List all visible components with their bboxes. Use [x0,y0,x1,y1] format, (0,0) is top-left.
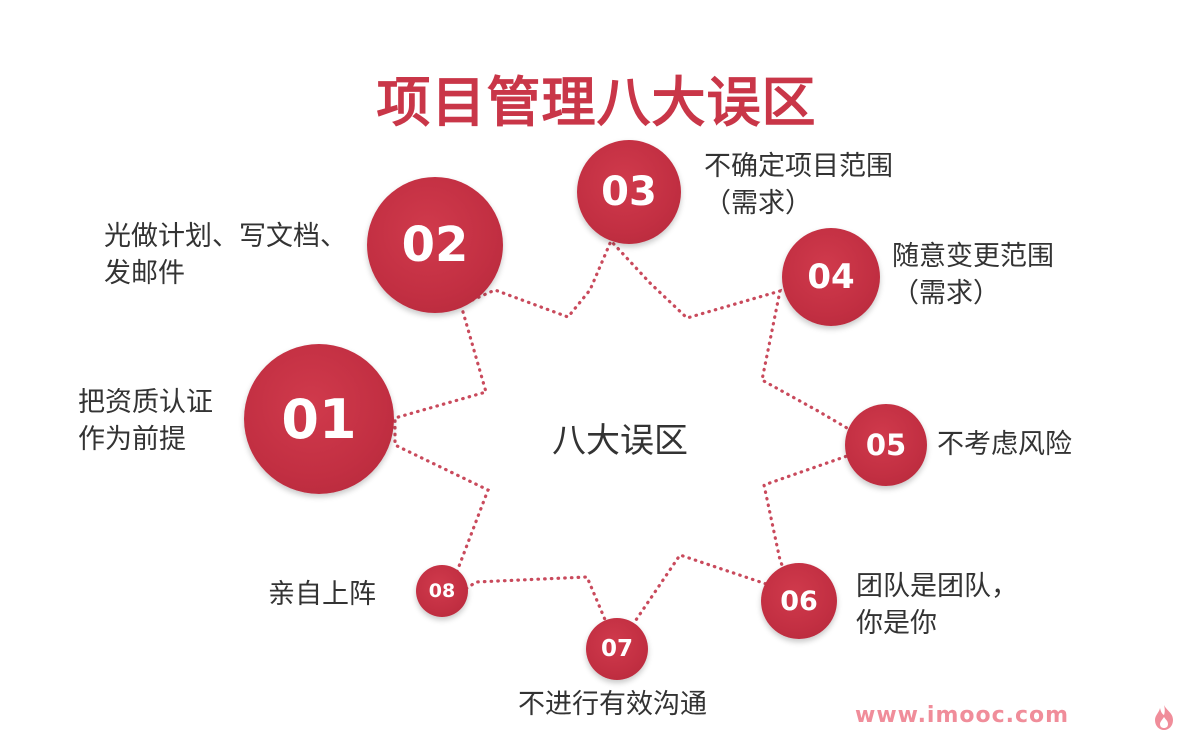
label-02: 光做计划、写文档、 发邮件 [104,218,347,292]
circle-06: 06 [761,563,837,639]
circle-06-number: 06 [780,585,818,617]
label-01: 把资质认证 作为前提 [78,384,213,458]
label-03-line1: 不确定项目范围 [704,151,893,182]
circle-03: 03 [577,140,681,244]
label-06-line1: 团队是团队， [856,571,1018,602]
circle-01-number: 01 [281,387,357,451]
circle-04-number: 04 [807,257,855,297]
label-02-line1: 光做计划、写文档、 [104,221,347,252]
label-04: 随意变更范围 （需求） [892,238,1054,312]
label-03-line2: （需求） [704,188,812,219]
circle-08-number: 08 [428,580,456,602]
circle-08: 08 [416,565,468,617]
label-07: 不进行有效沟通 [518,686,707,723]
circle-01: 01 [244,344,394,494]
label-06: 团队是团队， 你是你 [856,568,1018,642]
label-02-line2: 发邮件 [104,258,185,289]
circle-05-number: 05 [865,428,907,462]
circle-05: 05 [845,404,927,486]
circle-03-number: 03 [601,169,657,215]
label-05: 不考虑风险 [937,426,1072,463]
circle-04: 04 [782,228,880,326]
label-06-line2: 你是你 [856,608,937,639]
label-04-line1: 随意变更范围 [892,241,1054,272]
circle-07-number: 07 [600,636,633,662]
label-01-line1: 把资质认证 [78,387,213,418]
circle-07: 07 [586,618,648,680]
page-title: 项目管理八大误区 [376,71,817,134]
label-07-line1: 不进行有效沟通 [518,689,707,720]
label-01-line2: 作为前提 [78,424,186,455]
label-05-line1: 不考虑风险 [937,429,1072,460]
circle-02: 02 [367,177,503,313]
label-04-line2: （需求） [892,278,1000,309]
label-08-line1: 亲自上阵 [268,579,376,610]
star-connector [393,238,867,652]
flame-logo-icon [1155,705,1173,730]
label-08: 亲自上阵 [268,576,376,613]
label-03: 不确定项目范围 （需求） [704,148,893,222]
circle-02-number: 02 [401,217,469,273]
center-label: 八大误区 [552,421,688,461]
watermark-url: www.imooc.com [855,703,1070,728]
